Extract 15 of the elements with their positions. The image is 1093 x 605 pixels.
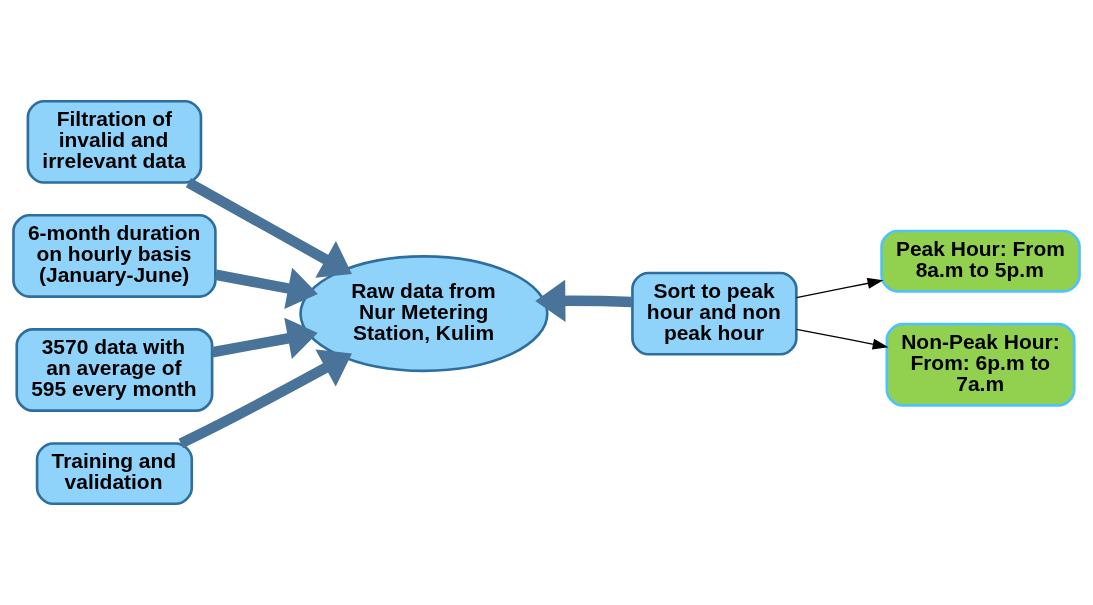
node-box: 3570 data with an average of 595 every month (15, 328, 214, 412)
arrow (214, 267, 318, 310)
arrow (178, 349, 352, 449)
node-box: Filtration of invalid and irrelevant data (26, 99, 203, 184)
arrow (795, 277, 884, 299)
node-box: Peak Hour: From 8a.m to 5p.m (880, 229, 1081, 293)
node-box: Sort to peak hour and non peak hour (631, 271, 798, 356)
node-box: 6-month duration on hourly basis (January-June) (12, 214, 217, 298)
arrow (535, 279, 633, 322)
arrow (795, 328, 889, 350)
node-ellipse: Raw data from Nur Metering Station, Kulim (299, 255, 549, 373)
arrow (211, 317, 318, 360)
node-box: Non-Peak Hour: From: 6p.m to 7a.m (885, 322, 1076, 407)
arrow (185, 178, 352, 278)
node-box: Training and validation (35, 442, 194, 506)
